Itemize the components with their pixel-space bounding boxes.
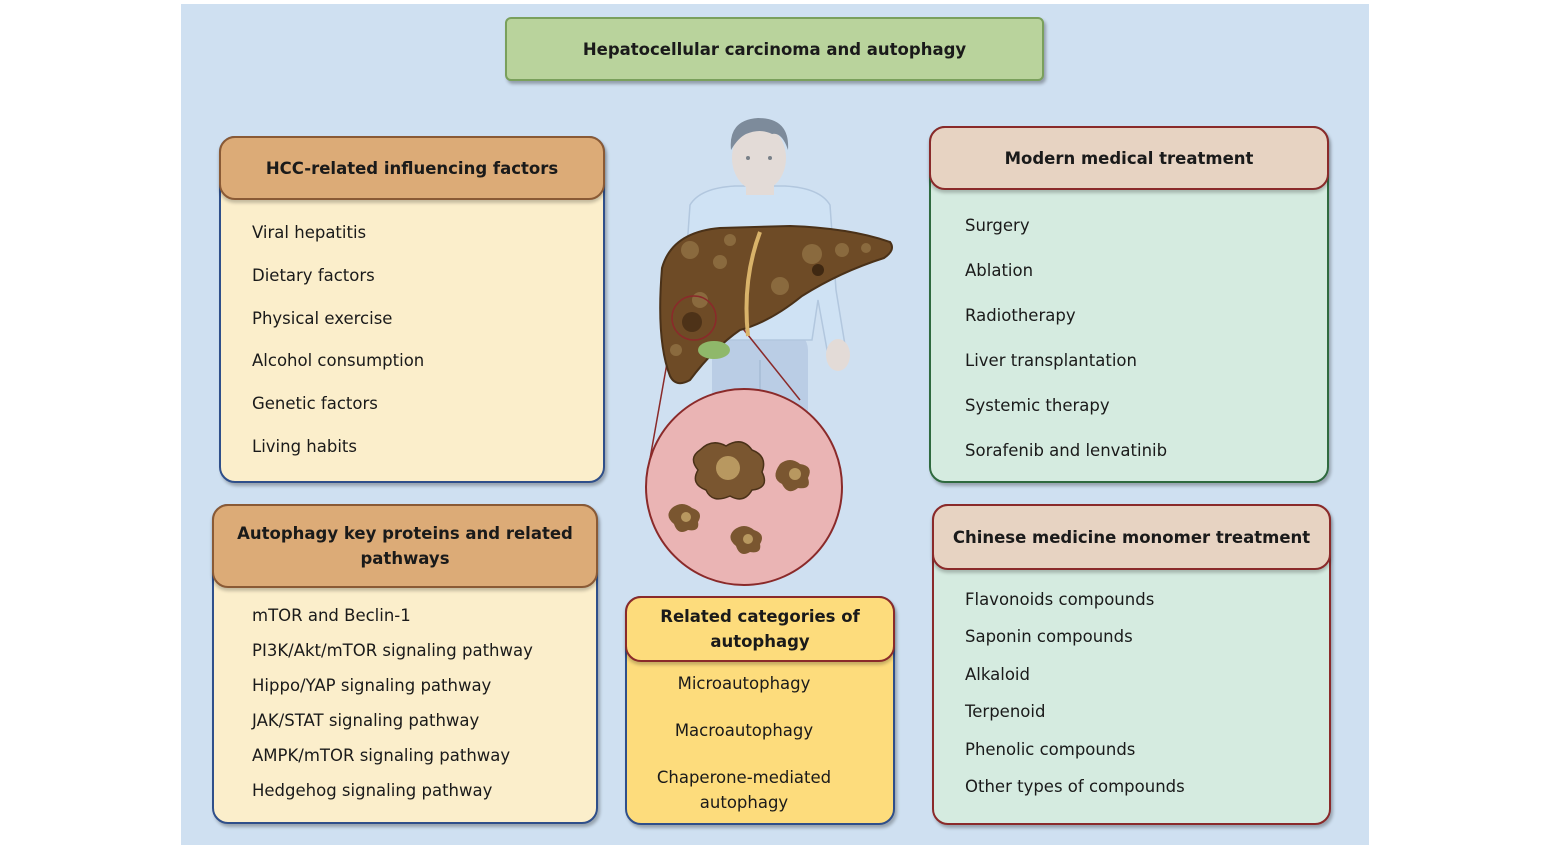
hcc-factor-item: Dietary factors [252, 266, 375, 285]
modern-treatment-item: Surgery [965, 216, 1030, 235]
autophagy-category-item: Chaperone-mediated [656, 768, 832, 787]
modern-treatment-item: Systemic therapy [965, 396, 1110, 415]
autophagy-protein-item: PI3K/Akt/mTOR signaling pathway [252, 641, 533, 660]
diagram-title: Hepatocellular carcinoma and autophagy [505, 17, 1044, 81]
hcc-factors-header: HCC-related influencing factors [219, 136, 605, 200]
autophagy-proteins-header-line2: pathways [360, 549, 450, 568]
chinese-medicine-item: Terpenoid [965, 702, 1046, 721]
chinese-medicine-item: Saponin compounds [965, 627, 1133, 646]
modern-treatment-header: Modern medical treatment [929, 126, 1329, 190]
autophagy-categories-header-line2: autophagy [710, 632, 810, 651]
chinese-medicine-item: Other types of compounds [965, 777, 1185, 796]
hcc-factor-item: Alcohol consumption [252, 351, 425, 370]
autophagy-category-item: Macroautophagy [674, 721, 814, 740]
chinese-medicine-item: Phenolic compounds [965, 740, 1136, 759]
modern-treatment-item: Sorafenib and lenvatinib [965, 441, 1168, 460]
hcc-factor-item: Genetic factors [252, 394, 378, 413]
liver-icon [659, 224, 893, 385]
autophagy-categories-header-line1: Related categories of [660, 607, 860, 626]
autophagy-category-item-cont: autophagy [699, 793, 789, 812]
chinese-medicine-item: Alkaloid [965, 665, 1030, 684]
hcc-factor-item: Viral hepatitis [252, 223, 367, 242]
autophagy-protein-item: JAK/STAT signaling pathway [252, 711, 480, 730]
autophagy-categories-header: Related categories of autophagy [625, 596, 895, 662]
autophagy-category-item: Microautophagy [677, 674, 811, 693]
modern-treatment-item: Radiotherapy [965, 306, 1076, 325]
hcc-factor-item: Physical exercise [252, 309, 393, 328]
autophagy-proteins-header-line1: Autophagy key proteins and related [237, 524, 573, 543]
tumor-cells-magnified-icon [645, 388, 843, 586]
liver-illustration [645, 118, 893, 586]
modern-treatment-item: Ablation [965, 261, 1034, 280]
chinese-medicine-header: Chinese medicine monomer treatment [932, 504, 1331, 570]
modern-treatment-item: Liver transplantation [965, 351, 1137, 370]
autophagy-protein-item: Hedgehog signaling pathway [252, 781, 493, 800]
autophagy-protein-item: AMPK/mTOR signaling pathway [252, 746, 511, 765]
hcc-factor-item: Living habits [252, 437, 357, 456]
autophagy-protein-item: Hippo/YAP signaling pathway [252, 676, 492, 695]
autophagy-proteins-header: Autophagy key proteins and related pathw… [212, 504, 598, 588]
autophagy-protein-item: mTOR and Beclin-1 [252, 606, 411, 625]
chinese-medicine-item: Flavonoids compounds [965, 590, 1155, 609]
